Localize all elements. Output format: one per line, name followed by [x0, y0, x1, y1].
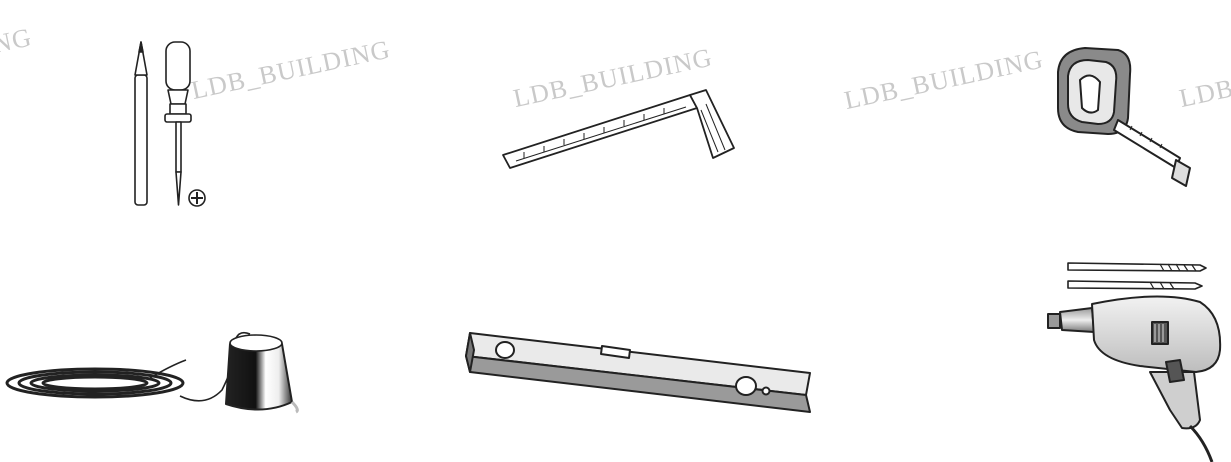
plumb-bob-icon — [5, 331, 299, 414]
pencil-icon — [134, 41, 148, 206]
electric-drill-icon — [1047, 295, 1222, 462]
carpenter-square-icon — [502, 89, 735, 169]
screwdriver-icon — [164, 41, 206, 207]
spirit-level-icon — [465, 332, 811, 413]
tape-measure-icon — [1057, 47, 1191, 187]
drill-bits-icon — [1067, 262, 1207, 290]
